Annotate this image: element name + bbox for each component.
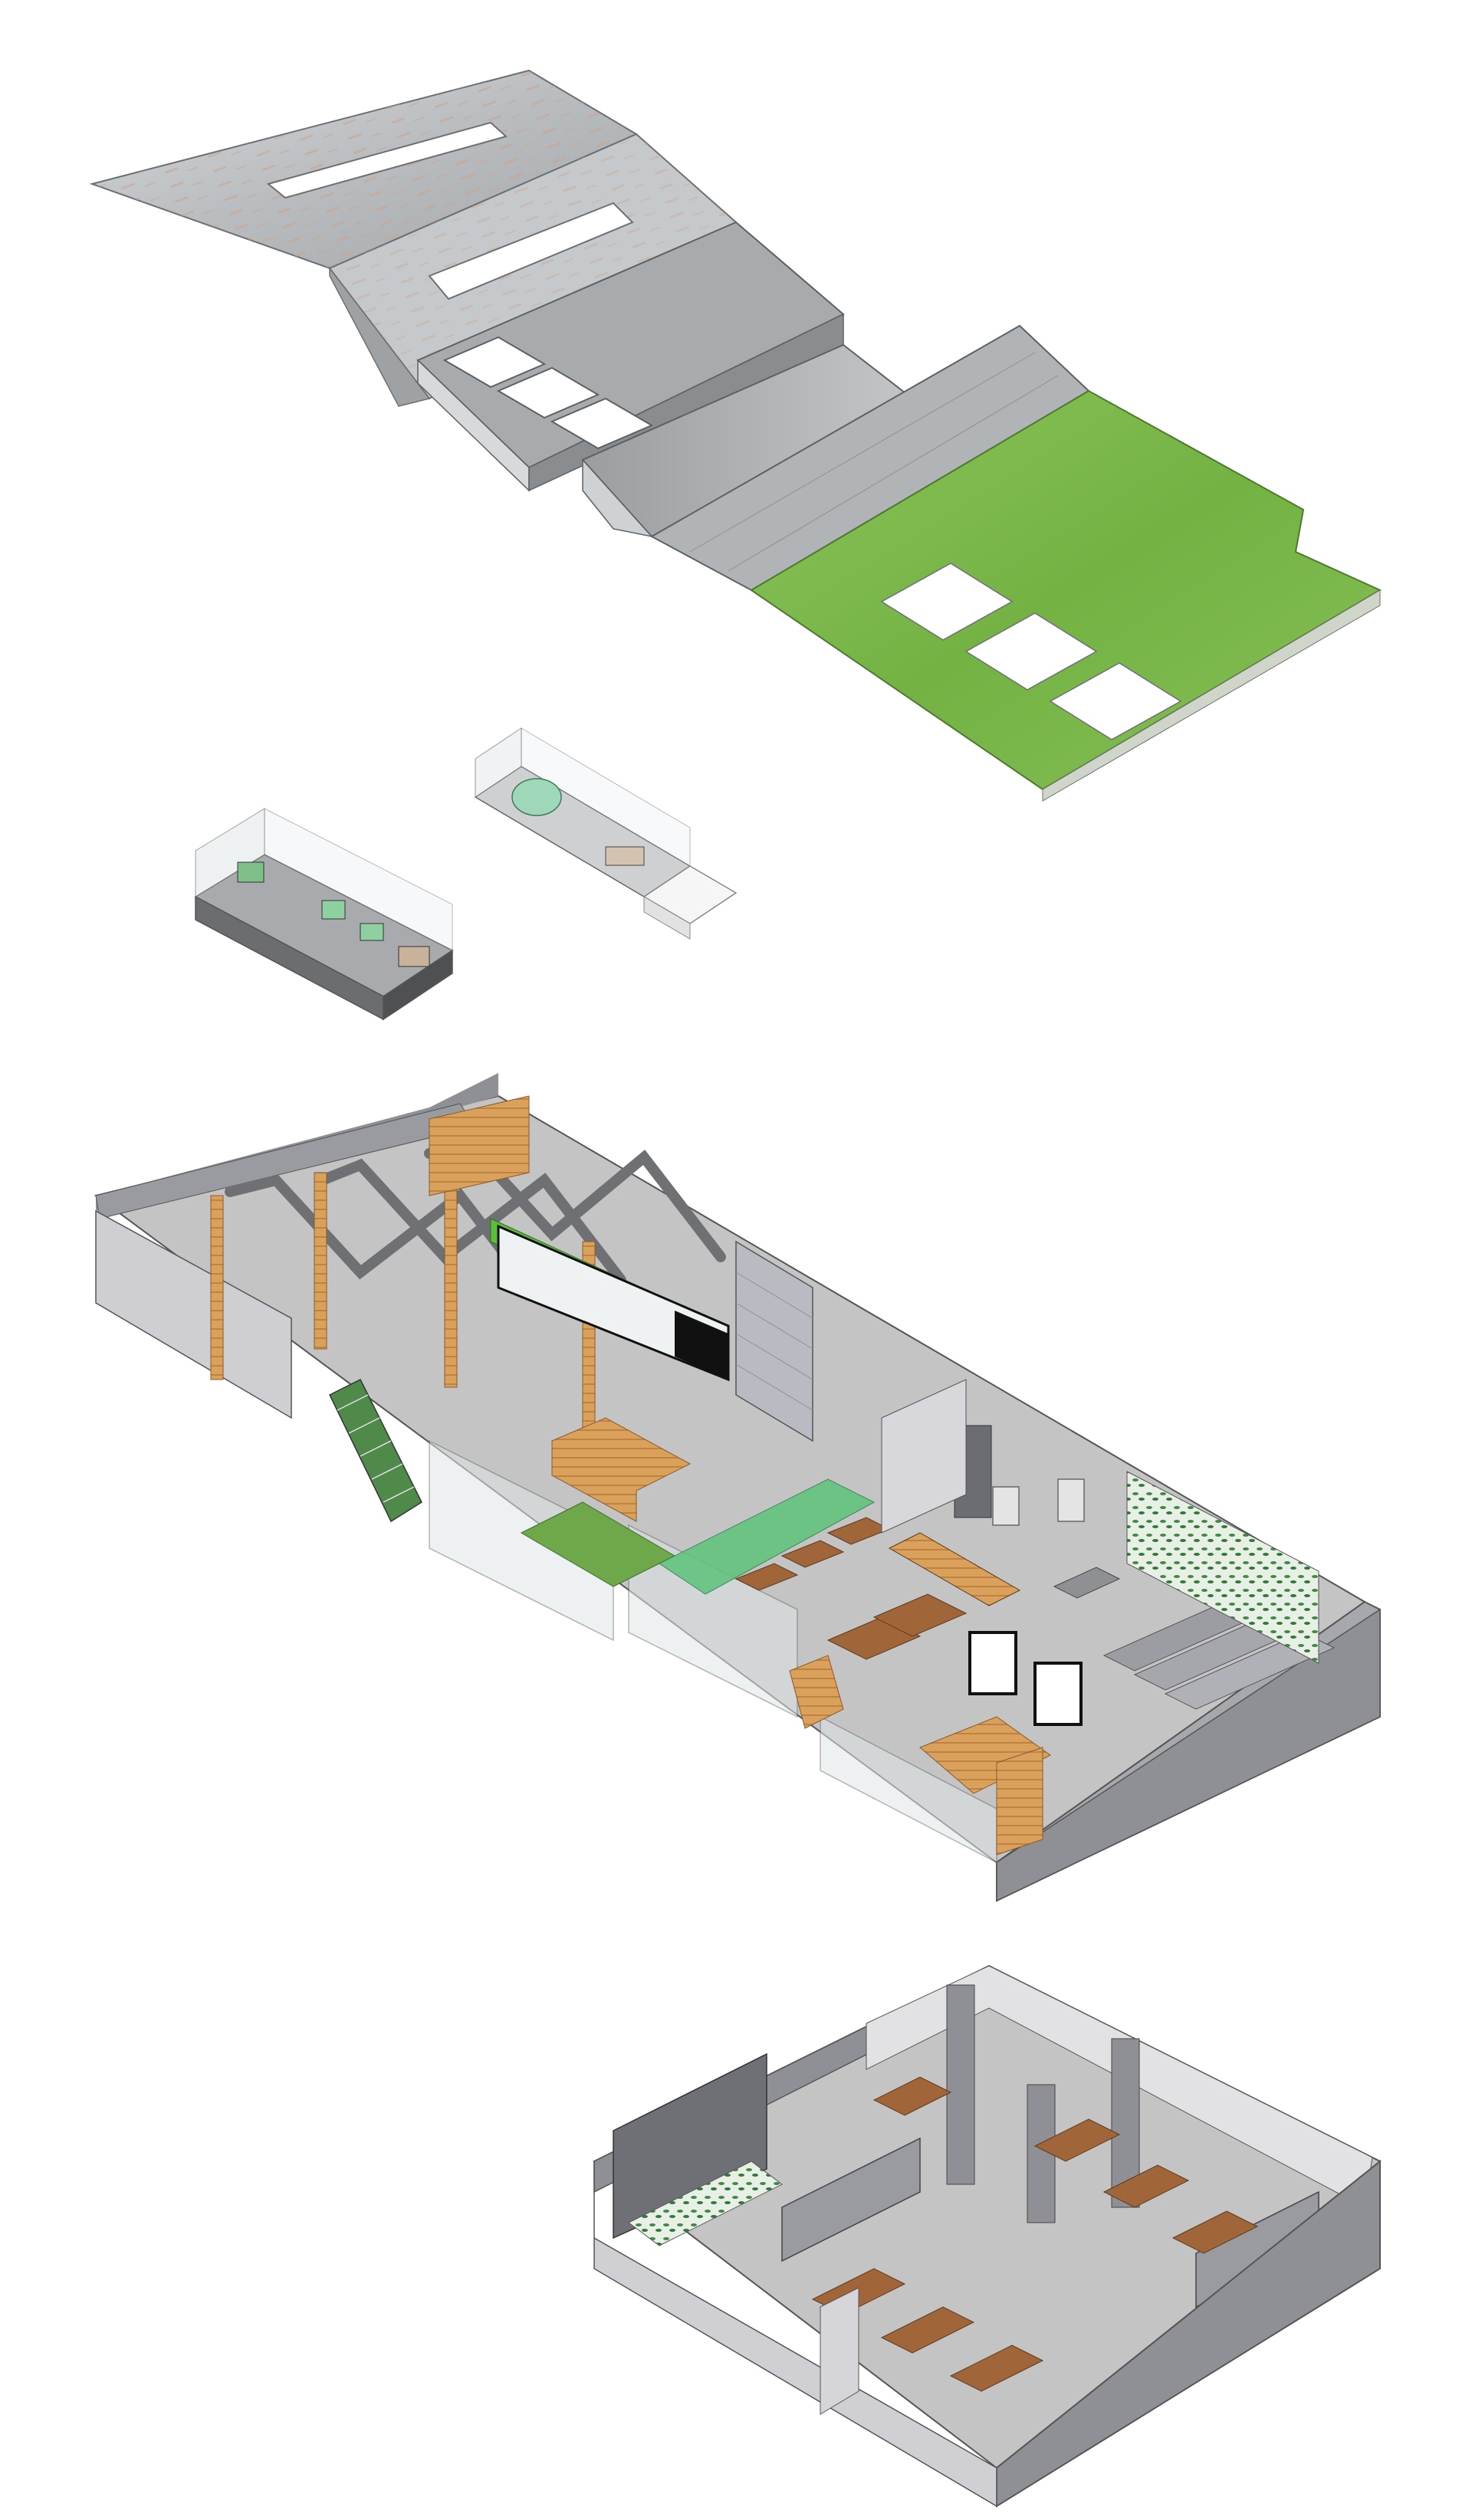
staircase [329, 1378, 422, 1523]
skylight [1049, 662, 1182, 740]
living-green-wall [1126, 1471, 1319, 1664]
lower-floor-layer [593, 1964, 1382, 2508]
mezzanine-pods-layer [194, 727, 738, 1021]
skylight [550, 397, 654, 450]
glass-partition [429, 1439, 614, 1642]
timber-seating-block [789, 1655, 844, 1729]
skylight [266, 121, 508, 199]
main-floor-layer [94, 1073, 1381, 1902]
mezzanine-pod-right [474, 727, 738, 940]
skylight [496, 366, 600, 419]
glass-partition [820, 1715, 997, 1864]
skylight [880, 563, 1014, 641]
brewing-tanks [992, 1478, 1085, 1526]
bar-counter [1053, 1567, 1121, 1599]
timber-screen [429, 1095, 530, 1196]
timber-seating-block [919, 1716, 1051, 1794]
green-carpet-zone [659, 1478, 876, 1595]
timber-columns [210, 1141, 596, 1472]
grey-block-wall [735, 1240, 813, 1442]
display-cases [968, 1631, 1083, 1726]
service-core [946, 1984, 975, 2185]
main-floor-end-wall-left [95, 1209, 292, 1419]
kitchen-counter [888, 1532, 1021, 1606]
mezzanine-pod-left [194, 808, 454, 1021]
desks [734, 1517, 968, 1660]
timber-seating-block [551, 1417, 692, 1522]
timber-seating-block [996, 1747, 1043, 1856]
skylight [428, 202, 634, 300]
restroom-block [613, 2052, 767, 2239]
skylight [964, 612, 1098, 691]
roof-layer [89, 69, 1382, 802]
skylight [442, 336, 547, 389]
